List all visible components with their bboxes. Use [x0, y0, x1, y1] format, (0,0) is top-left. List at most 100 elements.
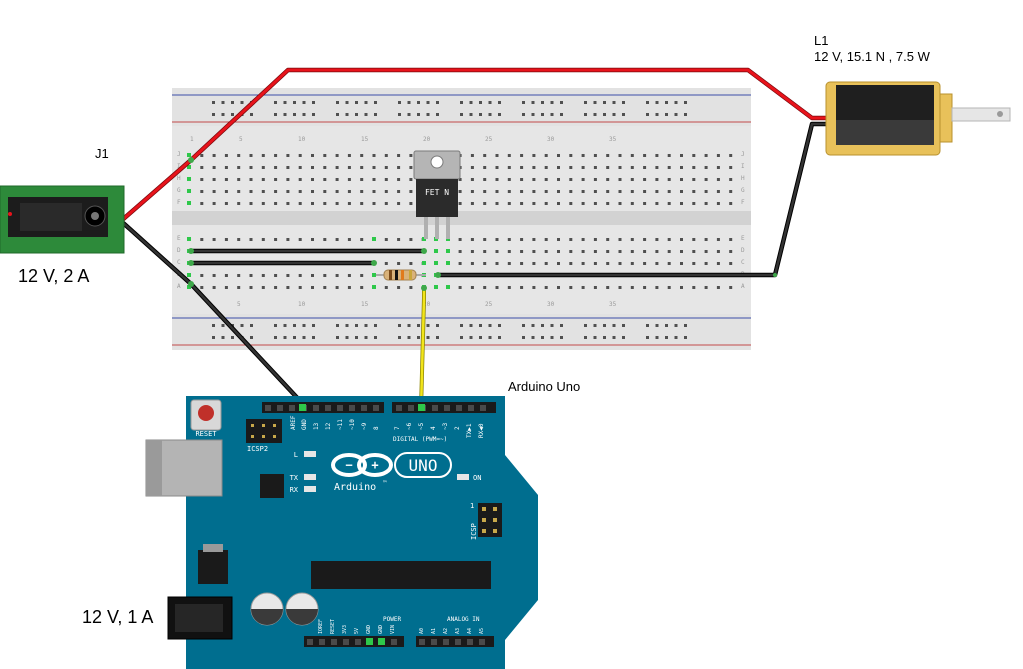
- led-tx-label: TX: [290, 474, 299, 482]
- mosfet[interactable]: FET N: [413, 150, 461, 239]
- power-pin-labels: IOREF RESET 3V3 5V GND GND VIN: [318, 619, 396, 634]
- led-on: [457, 474, 469, 480]
- svg-text:−: −: [345, 458, 352, 472]
- svg-text:C: C: [741, 259, 745, 266]
- svg-text:7: 7: [394, 426, 401, 430]
- svg-text:GND: GND: [378, 625, 384, 634]
- solenoid-l1[interactable]: [825, 81, 1011, 156]
- icsp-header[interactable]: [478, 503, 502, 537]
- usb-chip: [260, 474, 284, 498]
- led-tx: [304, 474, 316, 480]
- svg-text:E: E: [177, 235, 181, 242]
- arduino-logo: − + Arduino ™: [331, 453, 393, 493]
- svg-text:A2: A2: [443, 628, 449, 634]
- jack-reference: J1: [95, 146, 109, 161]
- svg-text:~11: ~11: [337, 419, 344, 430]
- svg-text:I: I: [177, 163, 181, 170]
- digital-header-label: DIGITAL (PWM=~): [393, 436, 447, 443]
- svg-text:A: A: [741, 283, 745, 290]
- svg-text:20: 20: [423, 136, 431, 143]
- svg-text:1: 1: [190, 136, 194, 143]
- svg-text:35: 35: [609, 301, 617, 308]
- svg-text:TX▶1: TX▶1: [466, 423, 473, 438]
- jack-rating: 12 V, 2 A: [18, 266, 89, 286]
- icsp-pin-one: 1: [470, 502, 474, 510]
- arduino-logo-text: Arduino: [334, 482, 376, 493]
- svg-text:A3: A3: [455, 628, 461, 634]
- svg-text:RESET: RESET: [330, 619, 336, 634]
- icsp2-header[interactable]: [246, 419, 282, 443]
- reset-label: RESET: [195, 430, 217, 438]
- svg-text:IOREF: IOREF: [318, 619, 324, 634]
- svg-text:VIN: VIN: [390, 625, 396, 634]
- svg-text:10: 10: [298, 301, 306, 308]
- solenoid-reference: L1: [814, 33, 828, 48]
- digital-header-left[interactable]: [262, 402, 384, 413]
- atmega-chip: [311, 561, 491, 589]
- svg-text:GND: GND: [301, 419, 308, 430]
- resistor[interactable]: [376, 269, 426, 281]
- svg-text:D: D: [177, 247, 181, 254]
- svg-text:J: J: [177, 151, 181, 158]
- svg-text:~9: ~9: [361, 422, 368, 430]
- arduino-name: Arduino Uno: [508, 379, 580, 394]
- svg-text:GND: GND: [366, 625, 372, 634]
- capacitor-1: [250, 592, 284, 626]
- analog-pin-labels: A0 A1 A2 A3 A4 A5: [419, 628, 485, 634]
- arduino-jack-rating: 12 V, 1 A: [82, 607, 153, 627]
- svg-text:+: +: [371, 458, 378, 472]
- svg-text:~3: ~3: [442, 422, 449, 430]
- svg-text:13: 13: [313, 422, 320, 430]
- svg-text:E: E: [741, 235, 745, 242]
- svg-text:30: 30: [547, 136, 555, 143]
- led-l-label: L: [294, 451, 298, 459]
- svg-text:AREF: AREF: [290, 415, 297, 430]
- uno-label: UNO: [409, 456, 438, 475]
- svg-text:H: H: [741, 175, 745, 182]
- led-l: [304, 451, 316, 457]
- solenoid-rating: 12 V, 15.1 N , 7.5 W: [814, 49, 931, 64]
- svg-text:A1: A1: [431, 628, 437, 634]
- power-header-label: POWER: [383, 616, 401, 623]
- top-pin-labels-left: AREF GND 13 12 ~11 ~10 ~9 8: [290, 415, 380, 430]
- svg-text:3V3: 3V3: [342, 625, 348, 634]
- breadboard-column-numbers: 1 5 10 15 20 25 30 35 5 10 15 20 25 30 3…: [190, 136, 617, 308]
- led-rx-label: RX: [290, 486, 299, 494]
- svg-text:F: F: [741, 199, 745, 206]
- wire-black-solenoid-return[interactable]: [438, 121, 826, 278]
- svg-text:J: J: [741, 151, 745, 158]
- svg-text:~10: ~10: [349, 419, 356, 430]
- icsp2-label: ICSP2: [247, 445, 268, 453]
- arduino-uno-board[interactable]: RESET ICSP2 L TX RX ON − + Arduino ™ UNO: [145, 396, 538, 669]
- svg-text:H: H: [177, 175, 181, 182]
- svg-text:20: 20: [423, 301, 431, 308]
- svg-text:A0: A0: [419, 628, 425, 634]
- svg-text:C: C: [177, 259, 181, 266]
- svg-text:10: 10: [298, 136, 306, 143]
- mosfet-marking: FET N: [425, 188, 449, 197]
- arduino-logo-tm: ™: [383, 480, 387, 487]
- gnd-pin-connected: [299, 404, 306, 411]
- svg-text:25: 25: [485, 136, 493, 143]
- svg-text:5V: 5V: [354, 628, 360, 634]
- wire-yellow-signal[interactable]: [419, 288, 426, 411]
- svg-text:G: G: [741, 187, 745, 194]
- svg-text:12: 12: [325, 422, 332, 430]
- svg-text:D: D: [741, 247, 745, 254]
- uno-badge: [394, 452, 452, 478]
- icsp-label: ICSP: [470, 523, 478, 540]
- dc-jack-j1[interactable]: [0, 185, 125, 254]
- svg-text:A5: A5: [479, 628, 485, 634]
- wire-red-positive[interactable]: [119, 67, 826, 223]
- svg-text:30: 30: [547, 301, 555, 308]
- svg-text:RX◀0: RX◀0: [478, 423, 485, 438]
- voltage-regulator: [198, 550, 228, 584]
- wire-endpoints: [188, 157, 777, 291]
- svg-text:4: 4: [430, 426, 437, 430]
- svg-text:5: 5: [237, 301, 241, 308]
- power-header[interactable]: [304, 636, 404, 647]
- svg-text:~5: ~5: [418, 422, 425, 430]
- svg-text:15: 15: [361, 136, 369, 143]
- breadboard: 1 5 10 15 20 25 30 35 5 10 15 20 25 30 3…: [172, 88, 751, 350]
- pin5-connected: [418, 404, 425, 411]
